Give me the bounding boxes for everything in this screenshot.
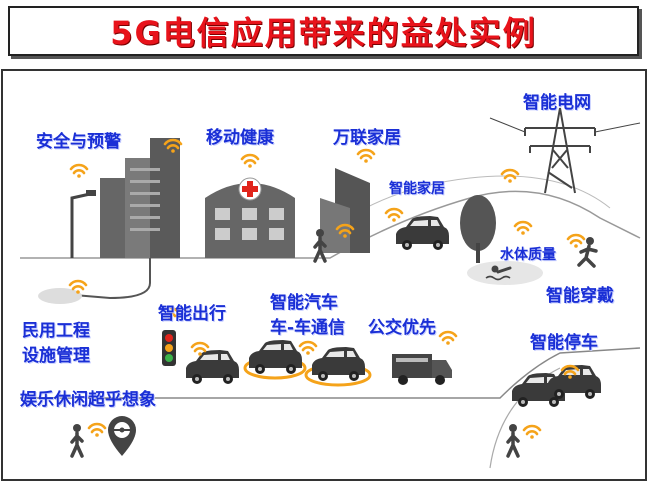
pedestrian-icon <box>506 422 520 458</box>
car-icon <box>186 350 239 384</box>
label-facility-management: 设施管理 <box>22 346 90 366</box>
map-pin-icon <box>108 416 136 456</box>
runner-icon <box>577 237 598 268</box>
wifi-icon <box>356 148 376 165</box>
wifi-icon <box>438 330 458 347</box>
wifi-icon <box>87 422 107 439</box>
wifi-icon <box>69 163 89 180</box>
wifi-icon <box>384 207 404 224</box>
swimmer-icon <box>485 265 512 281</box>
pedestrian-icon <box>313 227 327 263</box>
label-smart-car: 智能汽车 <box>270 293 338 313</box>
label-mobile-health: 移动健康 <box>206 128 274 148</box>
manhole <box>38 288 82 304</box>
label-water-quality: 水体质量 <box>500 247 556 263</box>
label-smart-wearable: 智能穿戴 <box>546 286 614 306</box>
office-buildings <box>100 138 180 258</box>
label-v2v: 车-车通信 <box>270 318 346 338</box>
label-smart-parking: 智能停车 <box>530 333 598 353</box>
hospital-cross-icon <box>238 177 262 201</box>
house-building <box>320 168 370 253</box>
label-connected-home: 万联家居 <box>333 128 401 148</box>
car-icon <box>312 347 365 381</box>
hospital-building <box>205 183 295 258</box>
truck-icon <box>392 354 452 385</box>
panel-frame <box>1 69 647 481</box>
title-box: 5G电信应用带来的益处实例 <box>8 6 639 56</box>
wifi-icon <box>513 220 533 237</box>
label-smart-travel: 智能出行 <box>158 304 226 324</box>
label-smart-grid: 智能电网 <box>523 93 591 113</box>
label-safety: 安全与预警 <box>36 132 121 152</box>
label-smart-home: 智能家居 <box>389 181 445 197</box>
road-line <box>20 347 641 399</box>
wifi-icon <box>240 153 260 170</box>
pedestrian-icon <box>70 422 84 458</box>
car-icon <box>249 340 302 374</box>
tree-icon <box>460 195 496 263</box>
city-illustration <box>1 69 647 481</box>
pylon-icon <box>489 107 641 194</box>
streetlight-icon <box>70 190 96 258</box>
page-title: 5G电信应用带来的益处实例 <box>110 14 537 52</box>
wifi-icon <box>298 340 318 357</box>
illustration-panel: 安全与预警 移动健康 万联家居 智能家居 智能电网 水体质量 智能穿戴 民用工程… <box>0 68 649 482</box>
label-entertainment: 娱乐休闲超乎想象 <box>20 390 156 410</box>
pipe-line <box>49 248 151 300</box>
label-bus-priority: 公交优先 <box>368 318 436 338</box>
label-civil-engineering: 民用工程 <box>22 321 90 341</box>
wifi-icon <box>522 424 542 441</box>
pond <box>467 261 543 285</box>
wifi-icon <box>566 233 586 250</box>
traffic-light-icon <box>162 330 176 366</box>
